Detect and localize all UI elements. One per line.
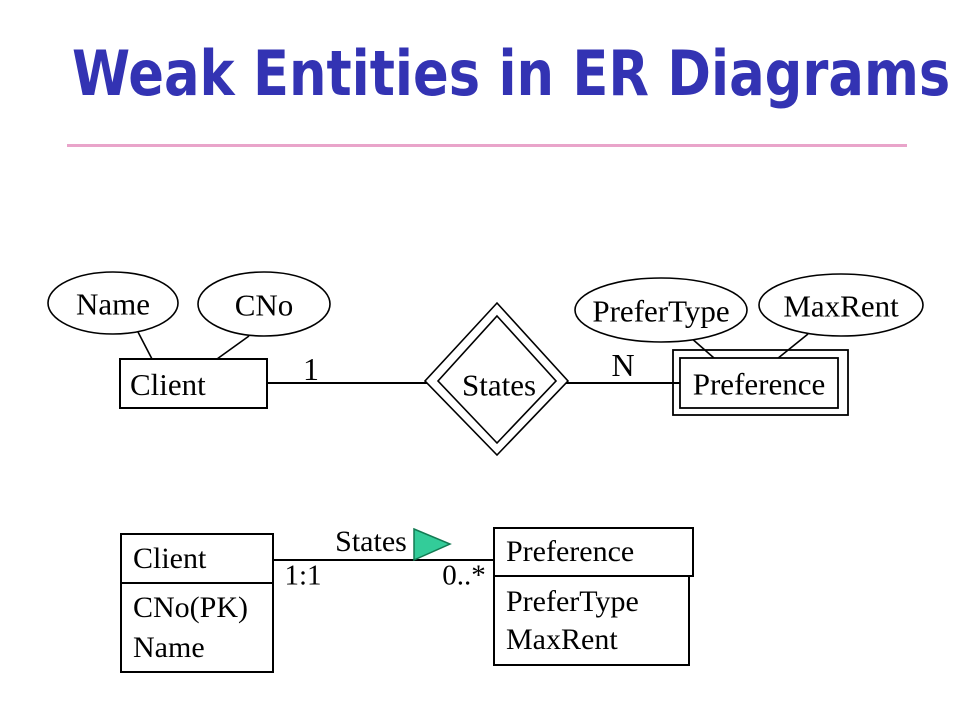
client-table-row-cno: CNo(PK) <box>133 591 249 624</box>
association-direction-triangle-icon <box>413 527 452 562</box>
client-table-row-name: Name <box>133 631 205 664</box>
prefertype-attribute-ellipse <box>574 277 748 343</box>
states-relationship-diamond-outer <box>423 301 570 457</box>
states-relationship-diamond-inner <box>436 314 558 445</box>
connector-cno-to-client <box>216 335 250 360</box>
preference-entity-label: Preference <box>692 366 826 402</box>
cno-attribute-ellipse <box>197 271 331 337</box>
connector-name-to-client <box>137 331 153 360</box>
preference-table-row-prefertype: PreferType <box>506 585 639 618</box>
title-underline <box>67 144 907 147</box>
connector-maxrent-to-preference <box>776 333 809 360</box>
name-attribute-ellipse <box>47 271 179 335</box>
page-title: Weak Entities in ER Diagrams <box>72 37 951 110</box>
multiplicity-left-label: 1:1 <box>284 559 322 592</box>
cardinality-one-label: 1 <box>303 351 319 387</box>
client-table-body-rect <box>120 582 274 673</box>
prefertype-attribute-label: PreferType <box>592 293 730 329</box>
connector-prefertype-to-preference <box>689 336 715 359</box>
cardinality-n-label: N <box>611 347 635 383</box>
client-table-header-label: Client <box>133 542 207 575</box>
client-table-header-rect <box>120 533 274 584</box>
preference-table-row-maxrent: MaxRent <box>506 623 618 656</box>
preference-table-header-rect <box>493 527 694 577</box>
client-entity-rect <box>119 358 268 409</box>
association-states-label: States <box>335 525 407 558</box>
multiplicity-right-label: 0..* <box>442 559 486 592</box>
preference-entity-rect-outer <box>672 349 849 416</box>
states-relationship-label: States <box>461 367 537 403</box>
client-entity-label: Client <box>130 367 206 402</box>
preference-entity-rect-inner <box>679 357 839 409</box>
maxrent-attribute-label: MaxRent <box>783 288 899 324</box>
cno-attribute-label: CNo <box>234 287 294 323</box>
name-attribute-label: Name <box>75 286 151 322</box>
preference-table-header-label: Preference <box>506 535 635 568</box>
preference-table-body-rect <box>493 575 690 666</box>
maxrent-attribute-ellipse <box>758 273 924 337</box>
